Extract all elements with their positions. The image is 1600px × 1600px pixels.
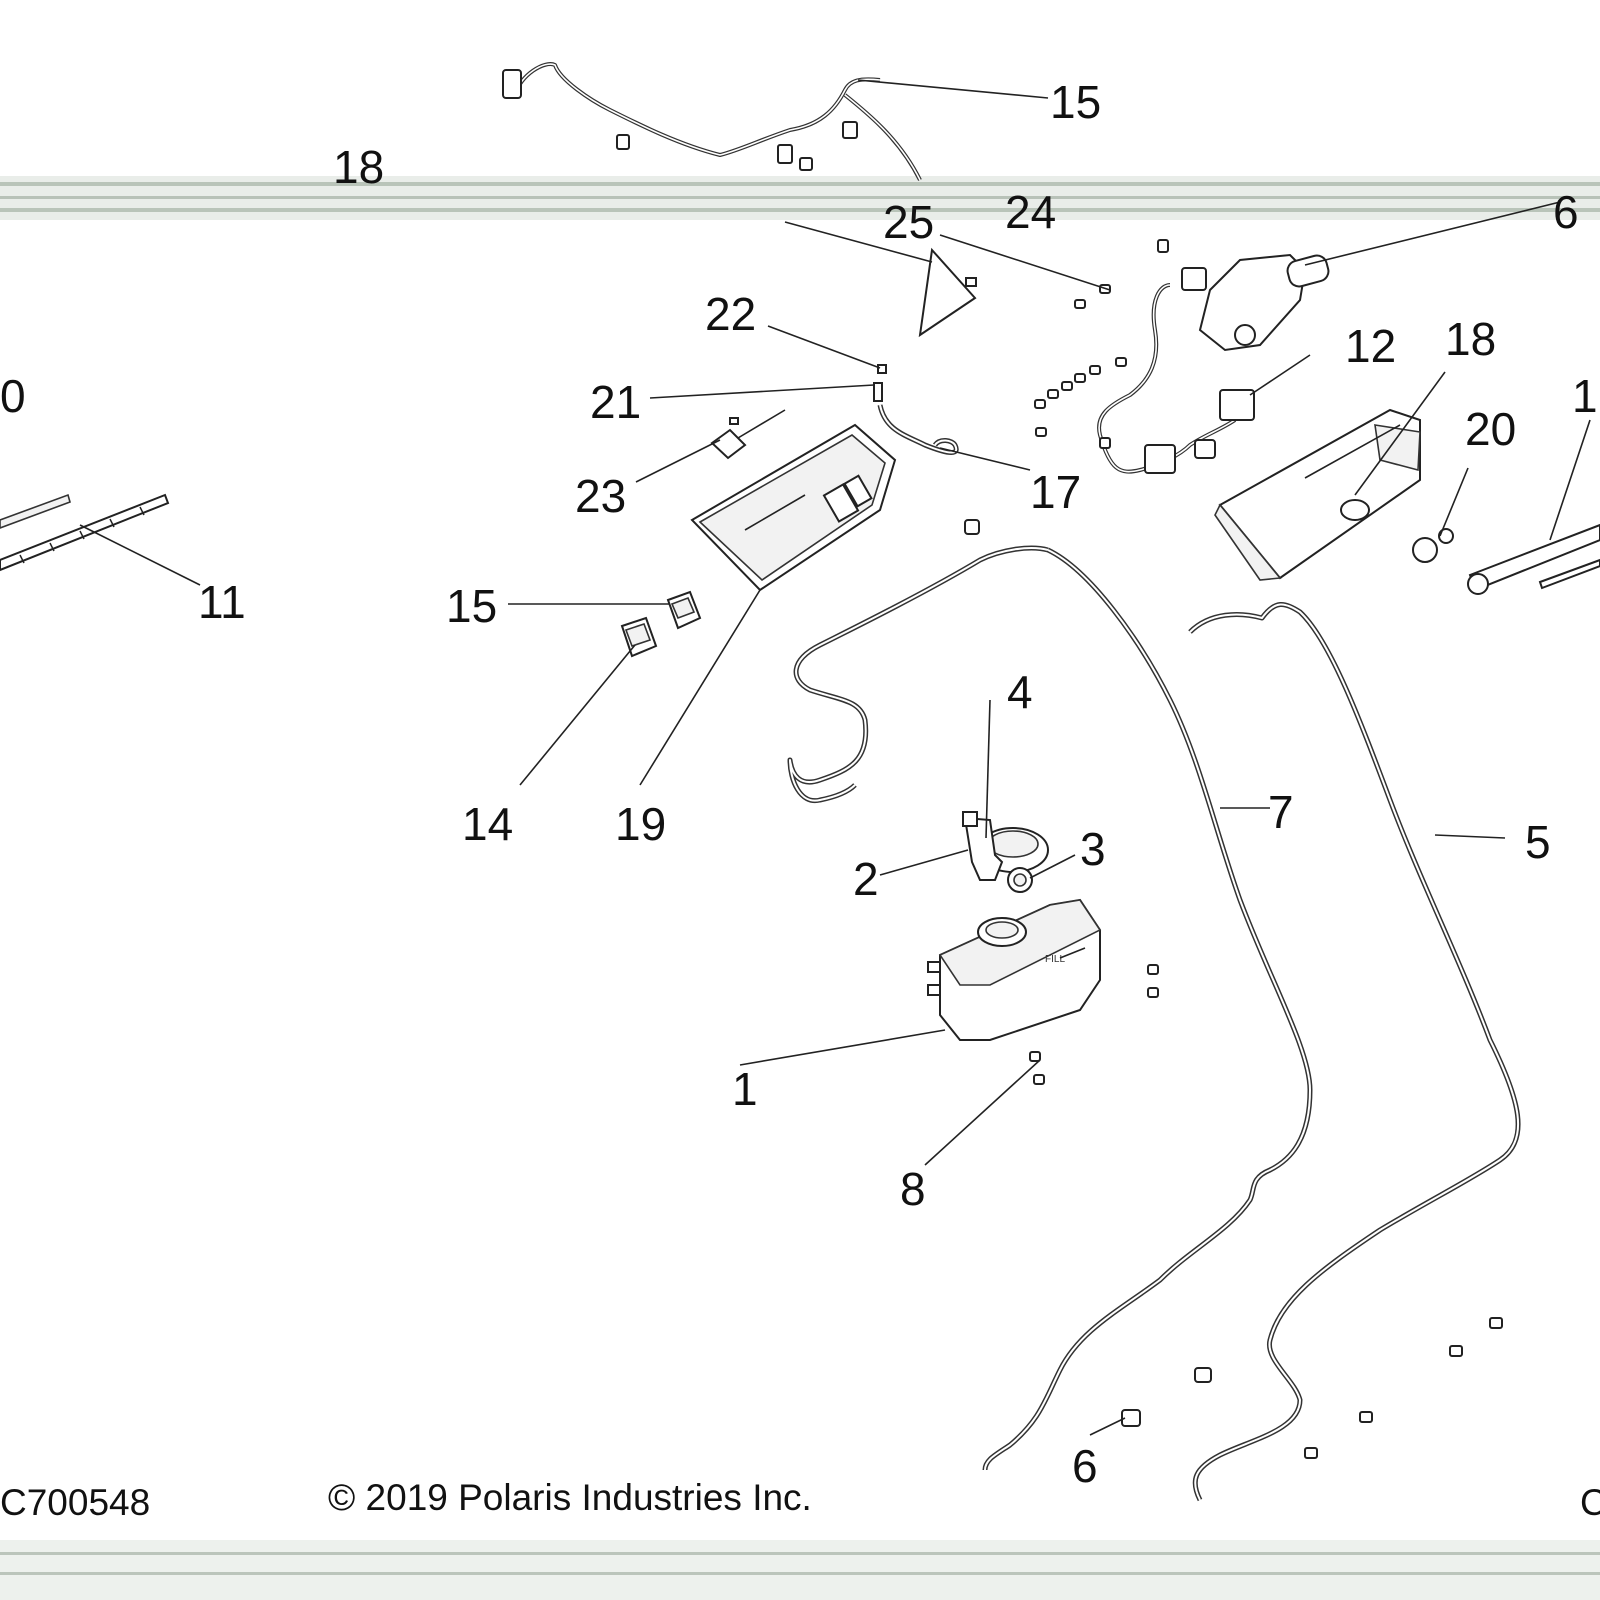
clips-6 (1121, 1317, 1503, 1459)
hose-bent (787, 519, 1049, 804)
fasteners-motor (1034, 284, 1127, 449)
knob-20 (1412, 528, 1454, 563)
hose-5 (1188, 602, 1521, 1502)
connector-21-22 (873, 364, 959, 455)
callout-14: 14 (462, 798, 513, 850)
callout-18: 18 (1445, 313, 1496, 365)
callout-6: 6 (1072, 1440, 1098, 1492)
wiper-motor (1198, 201, 1561, 352)
callout-6-right: 6 (1553, 186, 1579, 238)
switch-15 (666, 590, 702, 630)
callout-5: 5 (1525, 816, 1551, 868)
callout-2: 2 (853, 853, 879, 905)
callout-13: 15 (1050, 76, 1101, 128)
callout-21: 21 (590, 376, 641, 428)
callout-16: 18 (333, 141, 384, 193)
switch-14 (620, 616, 658, 658)
motor-harness-12 (1097, 239, 1255, 474)
triangle-bracket (918, 247, 977, 338)
scan-noise-top (0, 176, 1600, 220)
wiper-arm-right (1467, 523, 1600, 595)
callout-8: 8 (900, 1163, 926, 1215)
screws-tank (1029, 964, 1159, 1085)
callout-15: 15 (446, 580, 497, 632)
copyright: © 2019 Polaris Industries Inc. (328, 1477, 812, 1518)
footer-right-fragment: C (1580, 1482, 1600, 1523)
callout-1: 1 (732, 1063, 758, 1115)
callout-17: 17 (1030, 466, 1081, 518)
callout-24: 24 (1005, 186, 1056, 238)
callout-0: 0 (0, 370, 26, 422)
hose-7 (982, 547, 1313, 1471)
part-code: C700548 (0, 1482, 150, 1523)
switch-23 (710, 409, 786, 460)
callout-7: 7 (1268, 786, 1294, 838)
callout-19: 19 (615, 798, 666, 850)
wiper-blade-11 (0, 493, 170, 572)
footer: C700548 © 2019 Polaris Industries Inc. C (0, 1477, 1600, 1523)
reservoir-tank-1: FILL (927, 898, 1102, 1041)
leader-lines (79, 79, 1591, 1436)
harness-13 (502, 62, 922, 181)
callout-4: 4 (1007, 666, 1033, 718)
callout-25: 25 (883, 196, 934, 248)
cover-18 (1214, 408, 1421, 581)
tank-fill-label: FILL (1045, 954, 1065, 965)
callout-1-right: 1 (1572, 370, 1598, 422)
callout-20: 20 (1465, 403, 1516, 455)
callout-23: 23 (575, 470, 626, 522)
callout-numbers: 15 18 25 24 6 22 12 18 0 21 1 20 23 17 1… (0, 76, 1598, 1492)
scan-noise-bottom (0, 1540, 1600, 1600)
callout-11: 11 (198, 576, 246, 628)
callout-22: 22 (705, 288, 756, 340)
grommet-3 (1007, 867, 1033, 893)
housing-panel-19 (690, 423, 897, 592)
callout-3: 3 (1080, 823, 1106, 875)
pump-2 (962, 811, 1004, 881)
callout-12: 12 (1345, 320, 1396, 372)
